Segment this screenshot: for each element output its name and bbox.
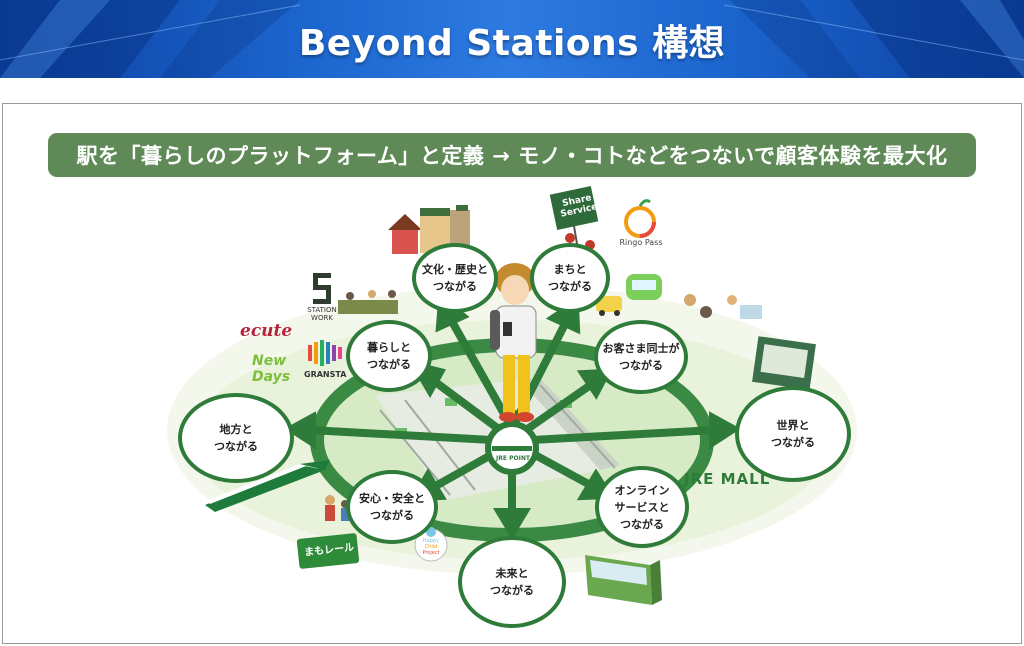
node-world-line1: 世界と — [777, 417, 810, 434]
node-safety-line2: つながる — [370, 507, 414, 524]
node-customers: お客さま同士が つながる — [594, 320, 688, 394]
node-customers-line2: つながる — [619, 357, 663, 374]
node-safety-line1: 安心・安全と — [359, 490, 425, 507]
station-work-logo — [313, 273, 331, 304]
station-work-label: STATION WORK — [298, 306, 346, 322]
node-living: 暮らしと つながる — [346, 320, 432, 392]
gransta-label: GRANSTA — [304, 370, 346, 379]
node-town: まちと つながる — [530, 243, 610, 313]
node-living-line1: 暮らしと — [367, 339, 411, 356]
station-work-desks-illustration — [338, 290, 398, 314]
node-town-line2: つながる — [548, 278, 592, 295]
node-world: 世界と つながる — [735, 386, 851, 482]
node-safety: 安心・安全と つながる — [346, 470, 438, 544]
jre-mall-label: JRE MALL — [684, 470, 770, 488]
ringo-pass-label: Ringo Pass — [616, 238, 666, 247]
node-world-line2: つながる — [771, 434, 815, 451]
jre-point-label: JRE POINT — [493, 455, 533, 462]
node-town-line1: まちと — [554, 261, 587, 278]
node-online-line1: オンライン — [615, 482, 670, 499]
node-online-line3: つながる — [620, 516, 664, 533]
node-regions-line2: つながる — [214, 438, 258, 455]
node-regions: 地方と つながる — [178, 393, 294, 483]
node-customers-line1: お客さま同士が — [603, 340, 680, 357]
newdays-logo-line2: Days — [252, 370, 290, 385]
node-future-line2: つながる — [490, 582, 534, 599]
node-culture-history: 文化・歴史と つながる — [412, 243, 498, 313]
node-living-line2: つながる — [367, 356, 411, 373]
node-culture-history-line2: つながる — [433, 278, 477, 295]
ecute-logo: ecute — [240, 321, 292, 341]
node-online: オンライン サービスと つながる — [595, 466, 689, 548]
newdays-logo-line1: New — [252, 354, 286, 369]
node-regions-line1: 地方と — [220, 421, 253, 438]
happy-child-line3: Project — [417, 550, 445, 556]
ringo-pass-logo — [626, 201, 654, 236]
node-culture-history-line1: 文化・歴史と — [422, 261, 488, 278]
node-online-line2: サービスと — [615, 499, 670, 516]
node-future-line1: 未来と — [496, 565, 529, 582]
node-future: 未来と つながる — [458, 536, 566, 628]
